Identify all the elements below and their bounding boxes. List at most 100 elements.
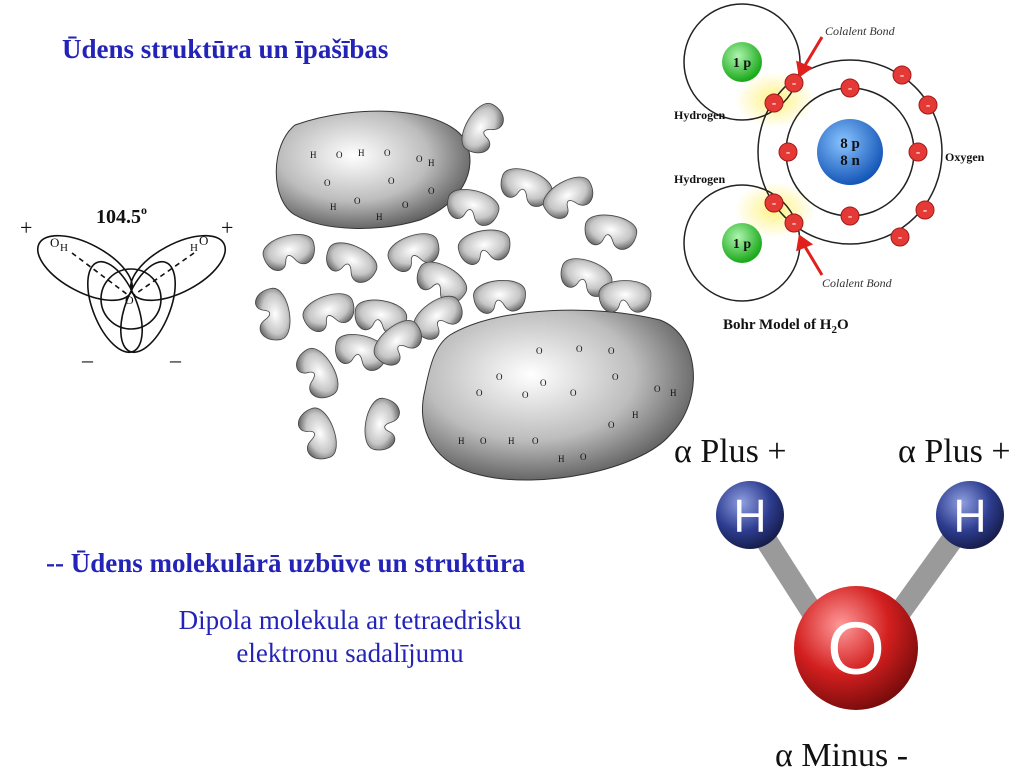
cluster-atom-label: O <box>402 200 409 210</box>
electron-sign: - <box>792 75 796 90</box>
water-molecule-shape <box>335 334 388 371</box>
cluster-atom-label: O <box>536 346 543 356</box>
electron <box>908 142 928 162</box>
hydrogen-top-nucleus <box>722 42 762 82</box>
water-molecule-shape <box>457 229 511 265</box>
cluster-atom-label: O <box>608 346 615 356</box>
electron <box>784 73 804 93</box>
minus-right: – <box>169 347 182 372</box>
water-molecule-shape <box>473 280 526 314</box>
water-molecule-shape <box>298 407 337 460</box>
water-molecule-shape <box>296 347 339 399</box>
oxygen-neutrons: 8 n <box>840 153 860 169</box>
water-molecule-shape <box>598 280 652 313</box>
electron-sign: - <box>923 202 927 217</box>
water-molecule-shape <box>262 234 315 271</box>
slide-title: Ūdens struktūra un īpašības <box>62 34 389 64</box>
cluster-atom-label: O <box>576 344 583 354</box>
water-molecule-shape <box>413 295 463 340</box>
plus-left: + <box>20 215 32 240</box>
bohr-caption: Bohr Model of H2O <box>723 317 849 336</box>
water-molecule-shape <box>416 261 468 304</box>
electron <box>764 193 784 213</box>
electron-sign: - <box>848 208 852 223</box>
electron <box>840 78 860 98</box>
ice-cluster-upper <box>275 110 471 229</box>
cluster-atom-label: O <box>428 186 435 196</box>
bond-arrow-bottom <box>802 244 824 276</box>
cluster-atom-label: O <box>532 436 539 446</box>
cluster-atom-label: H <box>558 454 565 464</box>
bond-angle-diagram: 104.5o + + – – O H H O O <box>20 203 233 372</box>
plus-right: + <box>221 215 233 240</box>
water-molecule-shape <box>542 176 594 219</box>
cluster-atom-label: O <box>570 388 577 398</box>
right-h-label: H <box>190 242 198 254</box>
electron-sign: - <box>772 195 776 210</box>
hydrogen-label-top: Hydrogen <box>674 108 725 122</box>
water-molecule-shape <box>255 287 291 341</box>
cluster-atom-label: O <box>540 378 547 388</box>
water-molecule-shape <box>461 102 504 154</box>
electron-sign: - <box>848 80 852 95</box>
water-molecule-shape <box>447 189 500 226</box>
hydrogen-left-atom <box>716 481 784 549</box>
left-partial-charge: α Plus + <box>674 433 787 470</box>
left-bond-line <box>71 252 129 296</box>
electron <box>764 93 784 113</box>
dipole-molecule-diagram: H H O α Plus + α Plus + α Minus - <box>674 433 1011 768</box>
cluster-atom-label: O <box>476 388 483 398</box>
bond-arrow-top-head <box>796 60 814 78</box>
lower-left-lobe <box>87 260 143 354</box>
electron-sign: - <box>792 215 796 230</box>
right-o-label: O <box>199 233 208 248</box>
bond-arrow-top <box>802 36 824 68</box>
electron <box>892 65 912 85</box>
oxygen-symbol: O <box>827 607 885 690</box>
hydrogen-right-atom <box>936 481 1004 549</box>
electron-sign: - <box>916 144 920 159</box>
cluster-atom-label: H <box>358 148 365 158</box>
right-orbital-lobe <box>129 234 227 302</box>
cluster-atom-label: O <box>324 178 331 188</box>
cluster-atom-label: H <box>670 388 677 398</box>
cluster-atom-label: H <box>428 158 435 168</box>
cluster-atom-label: O <box>416 154 423 164</box>
cluster-atom-label: H <box>330 202 337 212</box>
electron <box>915 200 935 220</box>
cluster-atom-label: O <box>580 452 587 462</box>
left-h-label: H <box>60 242 68 254</box>
cluster-atom-label: O <box>384 148 391 158</box>
electron <box>890 227 910 247</box>
cluster-atom-label: O <box>608 420 615 430</box>
covalent-bond-label-bottom: Colalent Bond <box>822 276 893 290</box>
bond-arrow-bottom-head <box>796 234 814 252</box>
oxygen-label: Oxygen <box>945 150 985 164</box>
oxygen-outer-shell <box>757 59 943 245</box>
water-molecule-shape <box>584 214 638 250</box>
hydrogen-top-proton: 1 p <box>733 56 752 71</box>
cluster-atom-label: H <box>458 436 465 446</box>
cluster-atom-label: H <box>376 212 383 222</box>
electron-sign: - <box>898 229 902 244</box>
hydrogen-bottom-nucleus <box>722 223 762 263</box>
water-molecule-shape <box>500 168 553 207</box>
hydrogen-top-shell <box>683 3 801 121</box>
covalent-bond-label-top: Colalent Bond <box>825 24 896 38</box>
hydrogen-bottom-proton: 1 p <box>733 237 752 252</box>
body-line-1: Dipola molekula ar tetraedrisku <box>178 605 522 635</box>
electron <box>778 142 798 162</box>
cluster-atom-label: O <box>522 390 529 400</box>
body-line-2: elektronu sadalījumu <box>236 638 464 668</box>
electron-sign: - <box>900 67 904 82</box>
water-molecule-shape <box>560 258 613 297</box>
angle-unit: o <box>141 203 147 217</box>
right-bond-line <box>133 252 195 296</box>
water-molecule-shape <box>364 397 400 451</box>
water-molecule-shape <box>373 320 422 366</box>
water-molecule-shape <box>302 293 355 332</box>
cluster-atom-label: H <box>508 436 515 446</box>
cluster-atom-label: O <box>388 176 395 186</box>
section-subheading: -- Ūdens molekulārā uzbūve un struktūra <box>46 548 526 578</box>
